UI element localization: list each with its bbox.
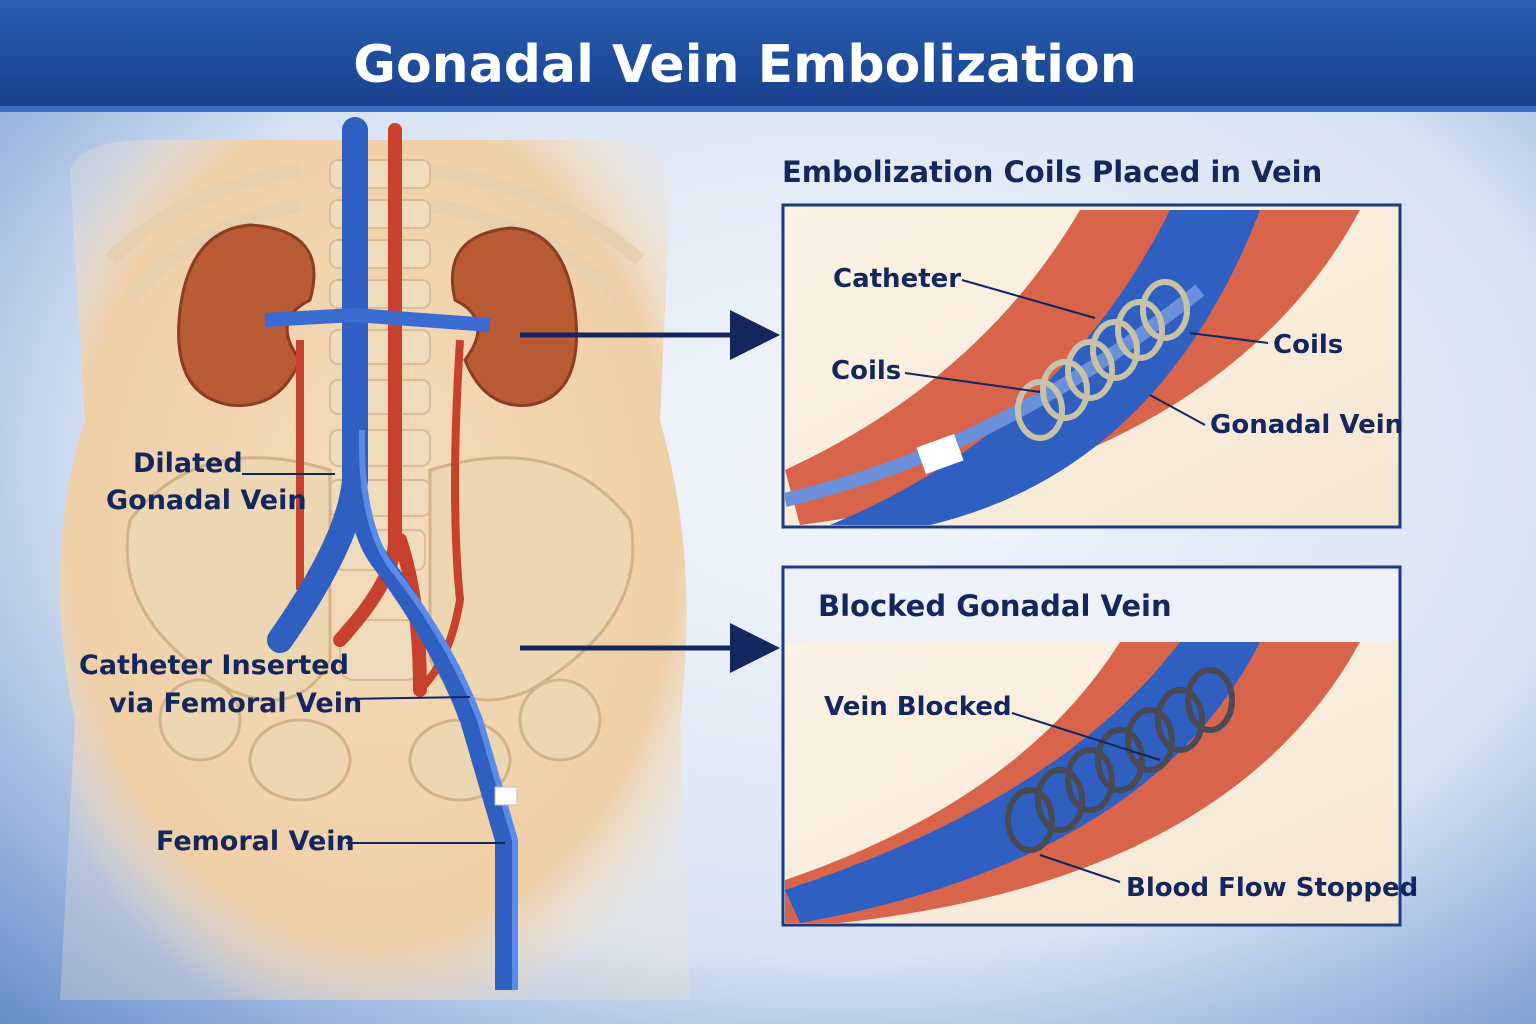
title-bar: Gonadal Vein Embolization (0, 0, 1536, 112)
label-coils-left: Coils (831, 356, 901, 386)
coils (1005, 667, 1235, 853)
label-catheter-inserted: Catheter Inserted (79, 650, 349, 681)
right-kidney (177, 223, 316, 407)
anatomy-illustration: Dilated Gonadal Vein Catheter Inserted v… (59, 117, 780, 1000)
catheter-marker (916, 434, 964, 474)
leader-gonadal-vein (1149, 394, 1206, 426)
leader-catheter (961, 279, 1096, 319)
catheter-marker (494, 786, 518, 806)
leader-catheter (344, 696, 471, 700)
blocked-panel-heading: Blocked Gonadal Vein (818, 589, 1172, 623)
label-vein-blocked: Vein Blocked (824, 692, 1012, 722)
leader-coils-left (904, 372, 1041, 393)
leader-coils-right (1189, 332, 1269, 344)
catheter (358, 429, 518, 990)
left-kidney (450, 226, 579, 407)
label-catheter: Catheter (833, 264, 961, 294)
label-via-femoral: via Femoral Vein (109, 688, 362, 719)
page-title: Gonadal Vein Embolization (353, 35, 1136, 95)
femoral-vein (344, 419, 515, 990)
label-blood-flow-stopped: Blood Flow Stopped (1126, 873, 1418, 903)
coils-panel: Embolization Coils Placed in Vein Cathet… (781, 155, 1403, 529)
label-femoral-vein: Femoral Vein (156, 826, 355, 857)
label-gonadal-vein: Gonadal Vein (1210, 410, 1403, 440)
catheter (785, 284, 1205, 507)
coils (1015, 279, 1190, 441)
renal-veins (264, 307, 491, 332)
label-coils-right: Coils (1273, 330, 1343, 360)
leader-vein-blocked (1011, 712, 1161, 761)
blocked-panel: Blocked Gonadal Vein Vein Blocked Blood … (781, 565, 1418, 927)
leader-blood-flow (1039, 854, 1121, 883)
label-gonadal-vein: Gonadal Vein (106, 485, 307, 516)
coils-panel-heading: Embolization Coils Placed in Vein (782, 155, 1322, 189)
label-dilated: Dilated (133, 448, 243, 479)
